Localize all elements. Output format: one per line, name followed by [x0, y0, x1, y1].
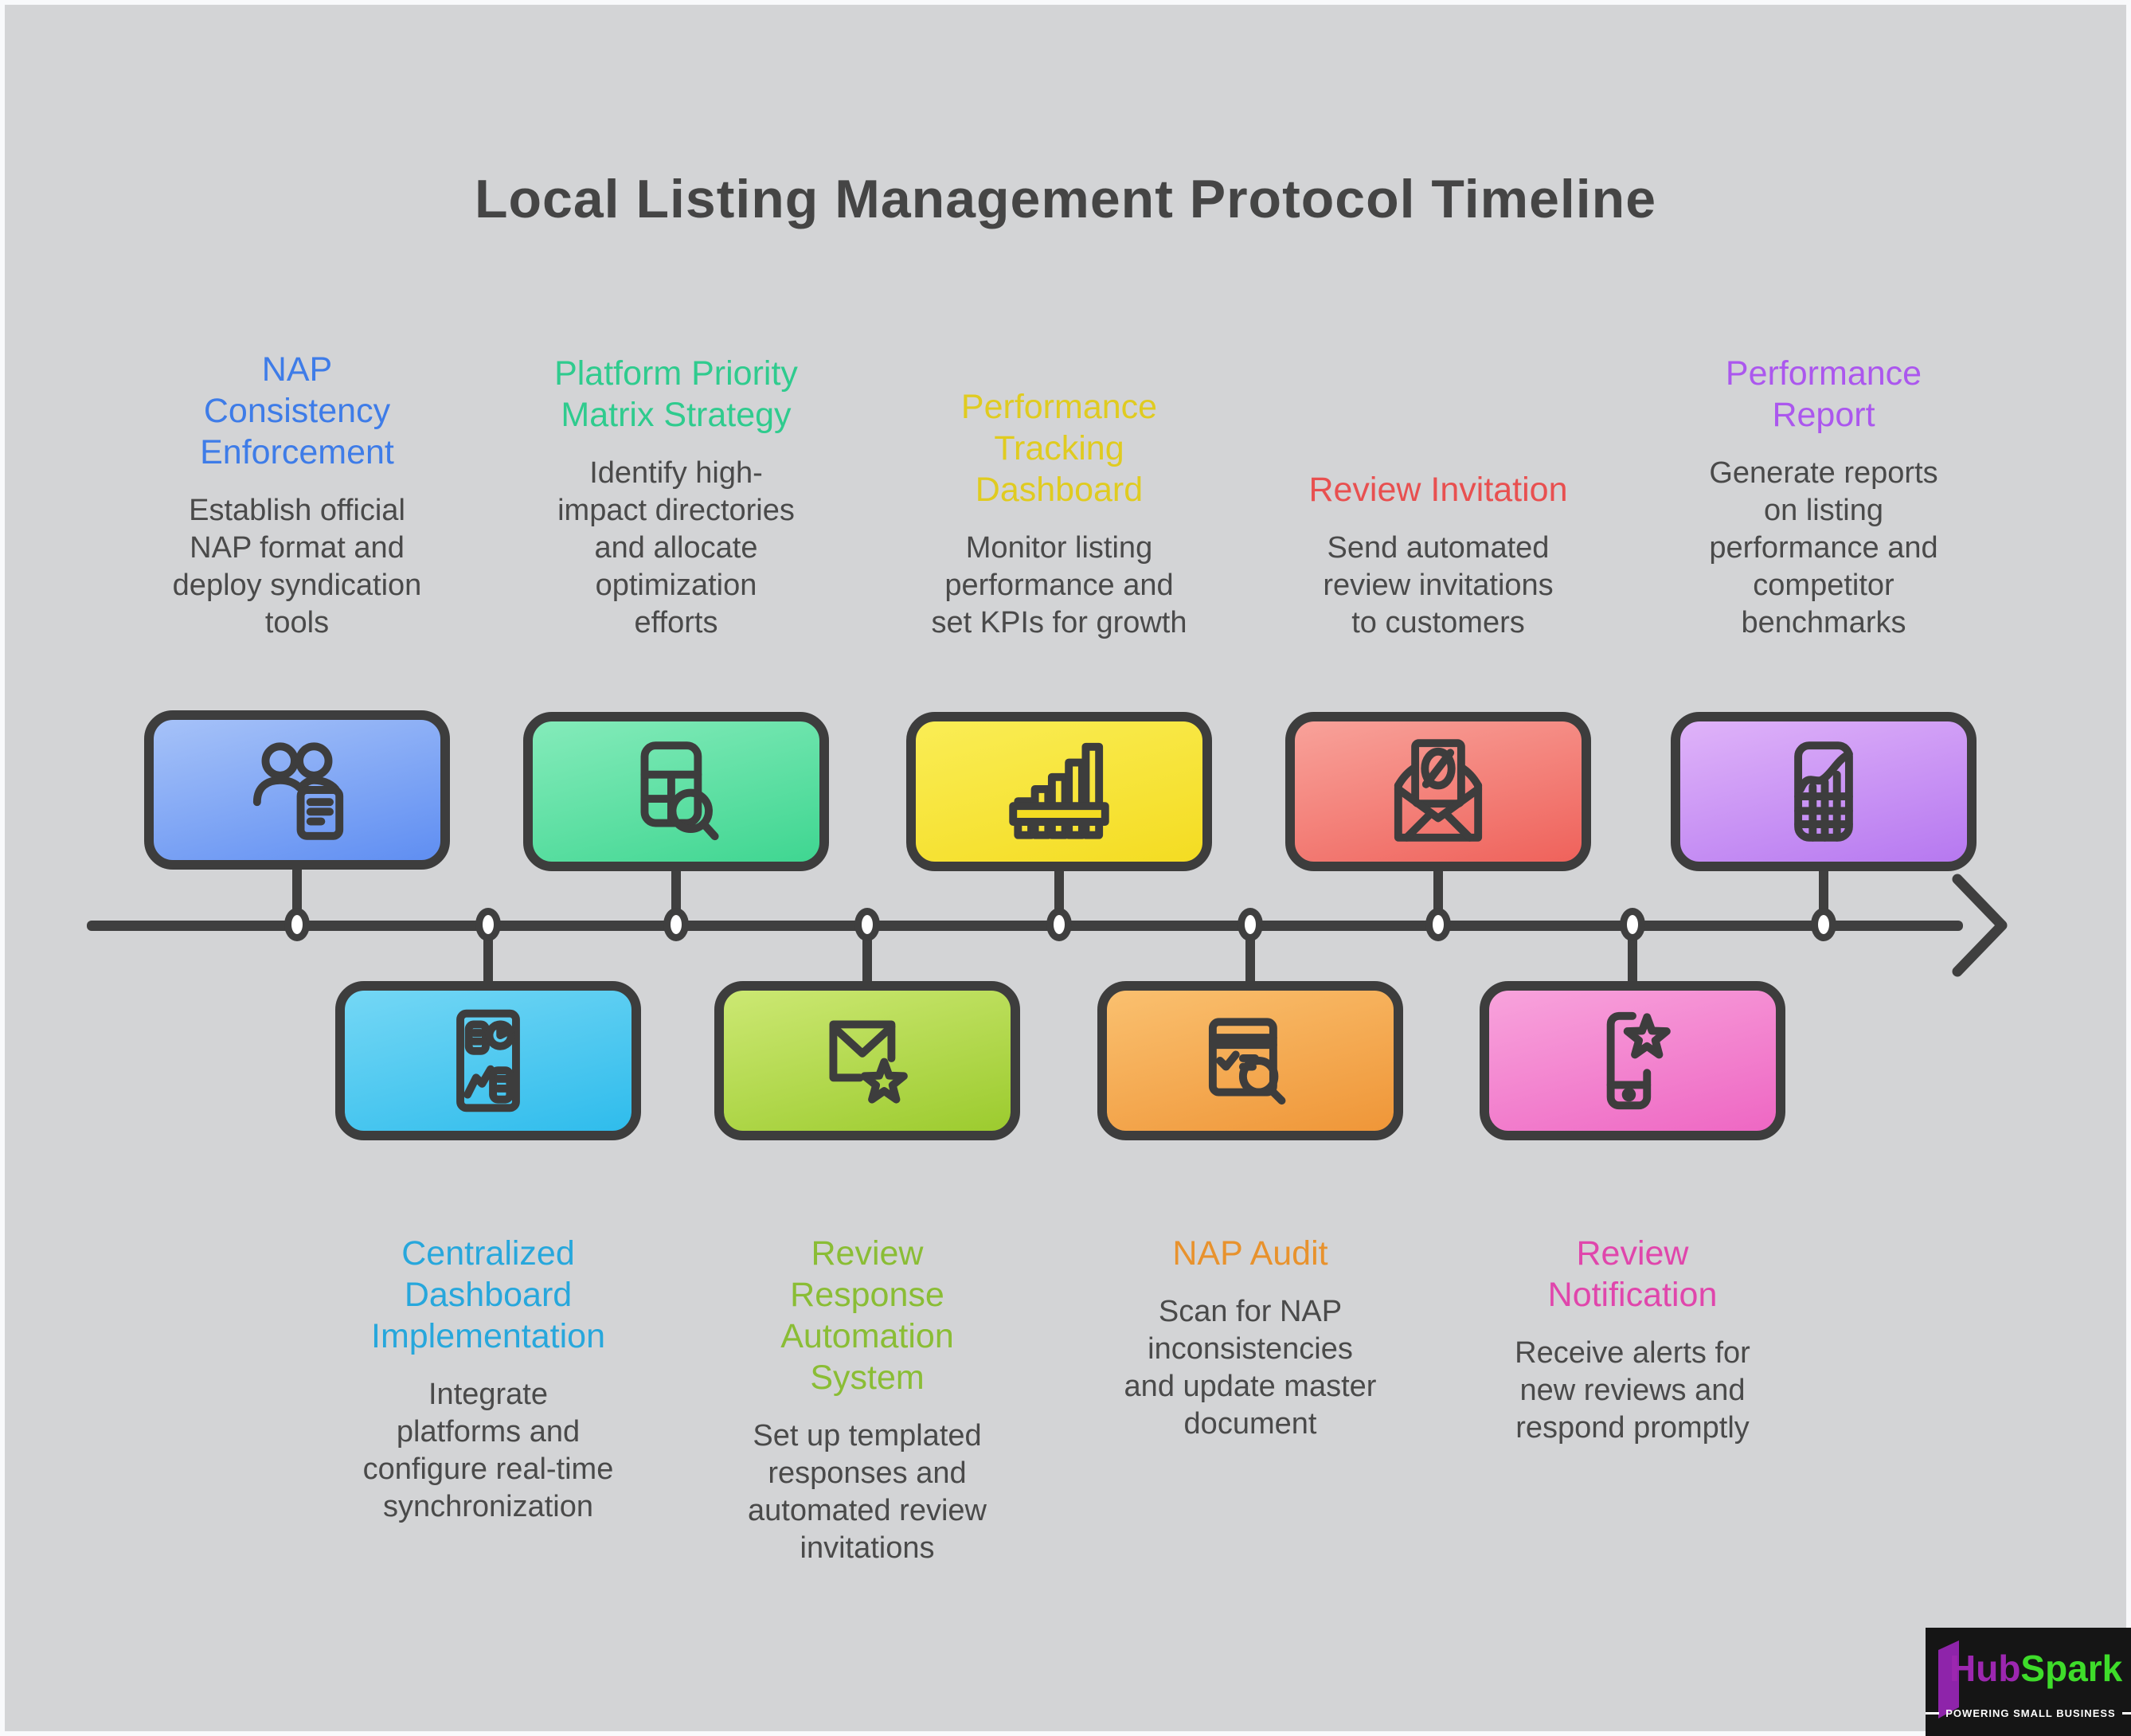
hubspark-logo: HubSpark POWERING SMALL BUSINESS: [1926, 1628, 2131, 1736]
people-document-icon: [252, 742, 344, 840]
logo-wordmark: HubSpark: [1949, 1647, 2122, 1690]
stage-title: NAP Consistency Enforcement: [200, 350, 394, 471]
timeline-node: [1238, 908, 1263, 941]
stage-icon-box: [335, 981, 641, 1140]
stage-description: Generate reports on listing performance …: [1709, 456, 1938, 639]
stage-icon-box: [1097, 981, 1403, 1140]
timeline-node: [475, 908, 501, 941]
logo-tagline-row: POWERING SMALL BUSINESS: [1926, 1707, 2131, 1719]
stage-icon-box: [1285, 712, 1591, 871]
stage-title: Review Response Automation System: [780, 1234, 954, 1397]
timeline-node: [284, 908, 310, 941]
stage-title: Performance Tracking Dashboard: [960, 388, 1158, 509]
stage-title: Review Invitation: [1308, 471, 1568, 509]
stage-connector: [1628, 927, 1637, 984]
bar-chart-icon: [1009, 742, 1109, 839]
stage-text-block: Review Invitation Send automated review …: [1271, 291, 1605, 642]
door-icon: [1938, 1640, 1959, 1718]
dashboard-icon: [456, 1009, 520, 1112]
stage-description: Receive alerts for new reviews and respo…: [1515, 1336, 1750, 1445]
stage-icon-box: [714, 981, 1020, 1140]
stage-description: Integrate platforms and configure real-t…: [362, 1378, 614, 1523]
stage-title: NAP Audit: [1172, 1234, 1328, 1273]
stage-text-block: Platform Priority Matrix Strategy Identi…: [509, 291, 843, 642]
logo-hub-text: Hub: [1949, 1648, 2021, 1689]
tagline-right-rule: [2121, 1712, 2131, 1714]
browser-search-icon: [1208, 1018, 1286, 1105]
stage-text-block: Review Response Automation System Set up…: [700, 1233, 1034, 1567]
stage-description: Set up templated responses and automated…: [748, 1419, 987, 1565]
stage-description: Monitor listing performance and set KPIs…: [931, 531, 1187, 639]
stage-connector: [1245, 927, 1255, 984]
stage-text-block: Performance Report Generate reports on l…: [1656, 291, 1991, 642]
stage-title: Performance Report: [1725, 354, 1922, 434]
timeline-node: [1620, 908, 1645, 941]
timeline-node: [1811, 908, 1836, 941]
stage-title: Centralized Dashboard Implementation: [371, 1234, 605, 1355]
timeline-node: [854, 908, 880, 941]
stage-description: Identify high- impact directories and al…: [557, 456, 795, 639]
stage-icon-box: [906, 712, 1212, 871]
report-chart-icon: [1794, 741, 1853, 842]
stage-text-block: Review Notification Receive alerts for n…: [1465, 1233, 1800, 1447]
timeline-node: [663, 908, 689, 941]
stage-description: Establish official NAP format and deploy…: [172, 494, 422, 639]
stage-text-block: NAP Audit Scan for NAP inconsistencies a…: [1083, 1233, 1417, 1443]
stage-text-block: Performance Tracking Dashboard Monitor l…: [892, 291, 1226, 642]
timeline-node: [1046, 908, 1072, 941]
stage-description: Send automated review invitations to cus…: [1323, 531, 1554, 639]
tagline-left-rule: [1926, 1712, 1940, 1714]
stage-text-block: NAP Consistency Enforcement Establish of…: [130, 291, 464, 642]
stage-connector: [483, 927, 493, 984]
logo-tagline: POWERING SMALL BUSINESS: [1945, 1707, 2116, 1719]
logo-spark-text: Spark: [2020, 1648, 2123, 1689]
envelope-star-icon: [829, 1020, 908, 1104]
stage-icon-box: [1480, 981, 1785, 1140]
page-title: Local Listing Management Protocol Timeli…: [474, 169, 1657, 229]
stage-connector: [862, 927, 872, 984]
stage-icon-box: [523, 712, 829, 871]
infographic-canvas: Local Listing Management Protocol Timeli…: [5, 5, 2131, 1736]
stage-title: Platform Priority Matrix Strategy: [554, 354, 798, 434]
stage-description: Scan for NAP inconsistencies and update …: [1124, 1295, 1377, 1441]
timeline-arrowhead-icon: [1952, 874, 2008, 977]
phone-star-icon: [1606, 1011, 1671, 1110]
stage-icon-box: [1671, 712, 1977, 871]
timeline-axis: [87, 921, 1963, 931]
timeline-node: [1425, 908, 1451, 941]
stage-icon-box: [144, 710, 450, 870]
stage-text-block: Centralized Dashboard Implementation Int…: [321, 1233, 655, 1526]
stage-title: Review Notification: [1547, 1234, 1718, 1314]
table-search-icon: [640, 741, 719, 841]
envelope-blocked-icon: [1394, 739, 1483, 842]
